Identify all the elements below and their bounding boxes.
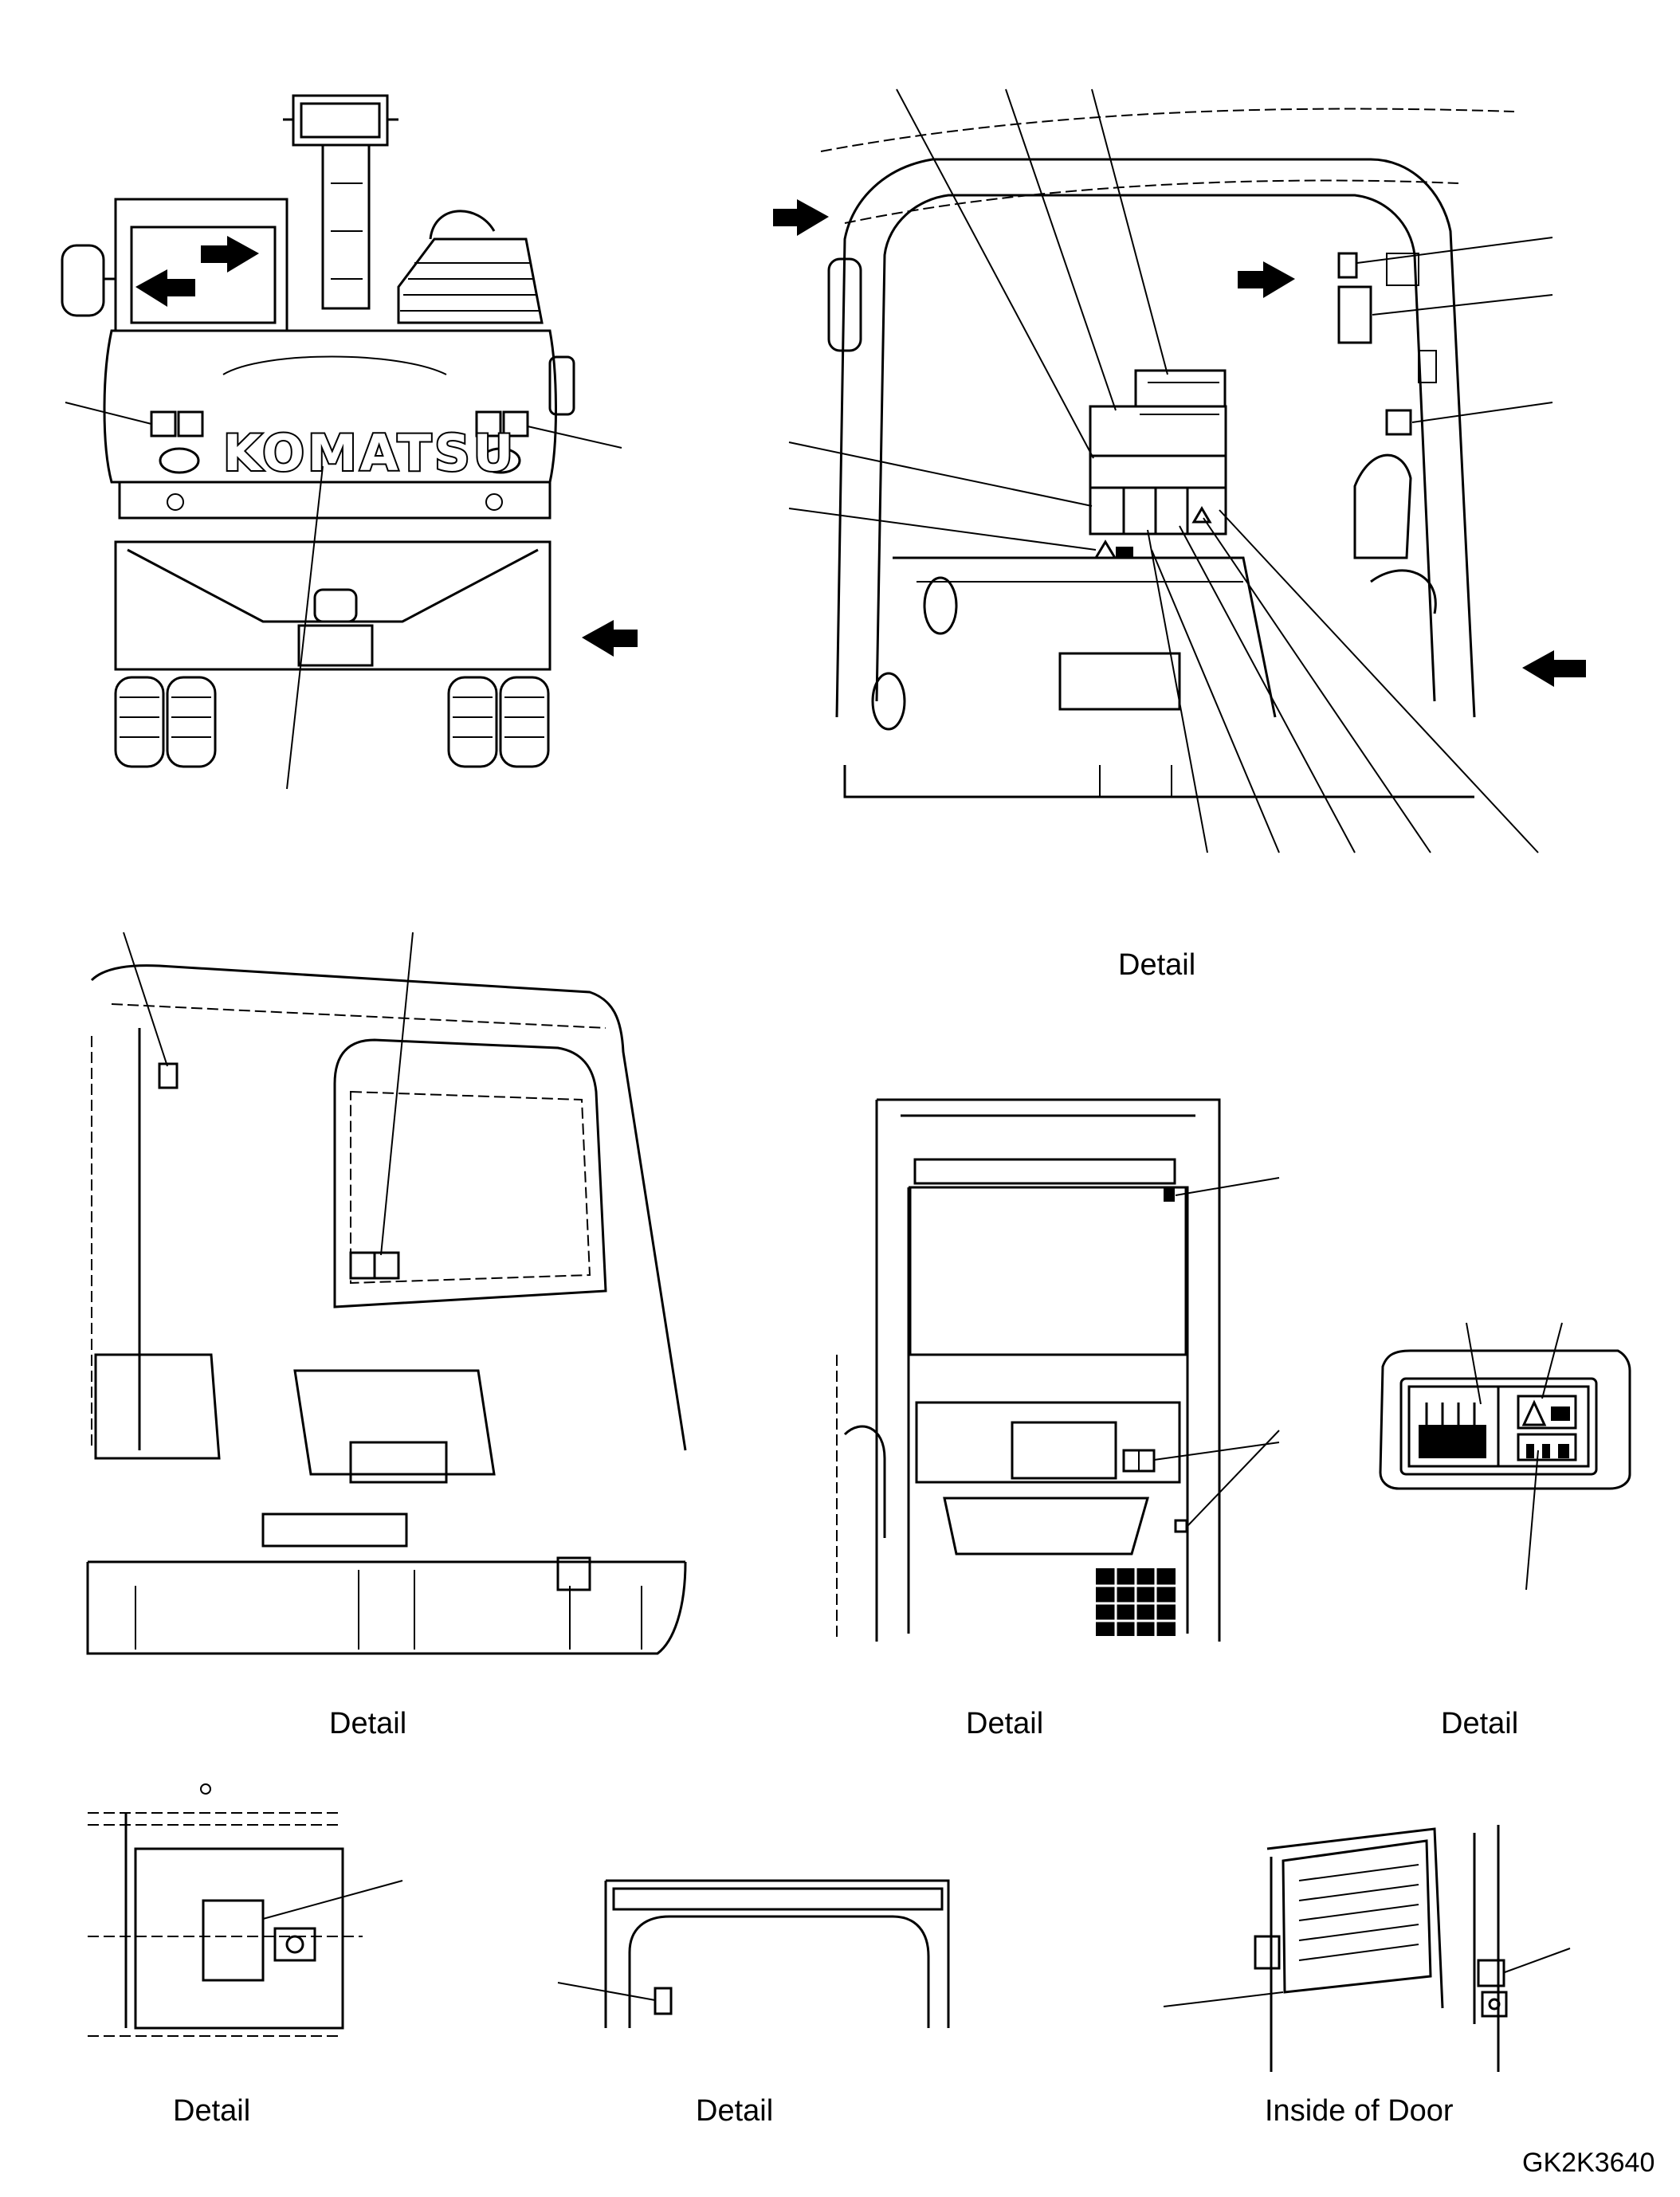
arrow-left-icon [1522, 650, 1586, 687]
reference-code: GK2K3640 [1522, 2148, 1655, 2178]
arrow-left-icon [582, 620, 638, 657]
fuse-box-detail-view [88, 1783, 403, 2037]
rear-cab-detail-view [86, 932, 687, 1655]
arrow-right-icon [773, 199, 829, 236]
decal-panel-detail-view [1379, 1322, 1631, 1591]
arrow-left-icon [135, 269, 195, 307]
caption-detail-mid-left: Detail [329, 1707, 407, 1740]
caption-detail-mid-right: Detail [1441, 1707, 1519, 1740]
caption-inside-of-door: Inside of Door [1265, 2094, 1454, 2128]
caption-detail-bottom-center: Detail [696, 2094, 774, 2128]
cab-ceiling-detail-view [557, 1879, 950, 2028]
decal-cluster-center [1089, 369, 1227, 559]
caption-detail-bottom-left: Detail [173, 2094, 251, 2128]
arrow-right-icon [201, 236, 259, 273]
arrow-right-icon [1238, 261, 1295, 298]
caption-detail-top-right: Detail [1118, 948, 1196, 982]
cab-interior-view [773, 88, 1586, 853]
pressure-decal-icon [1419, 1403, 1486, 1458]
rear-wheels [114, 676, 550, 768]
machine-rear-view: KOMATSU [61, 94, 638, 790]
cab-window-detail-view [836, 1098, 1280, 1642]
inside-of-door-view [1163, 1825, 1571, 2072]
warning-decal-icon [1517, 1395, 1577, 1461]
caption-detail-mid-center: Detail [966, 1707, 1044, 1740]
komatsu-logo: KOMATSU [223, 424, 516, 482]
